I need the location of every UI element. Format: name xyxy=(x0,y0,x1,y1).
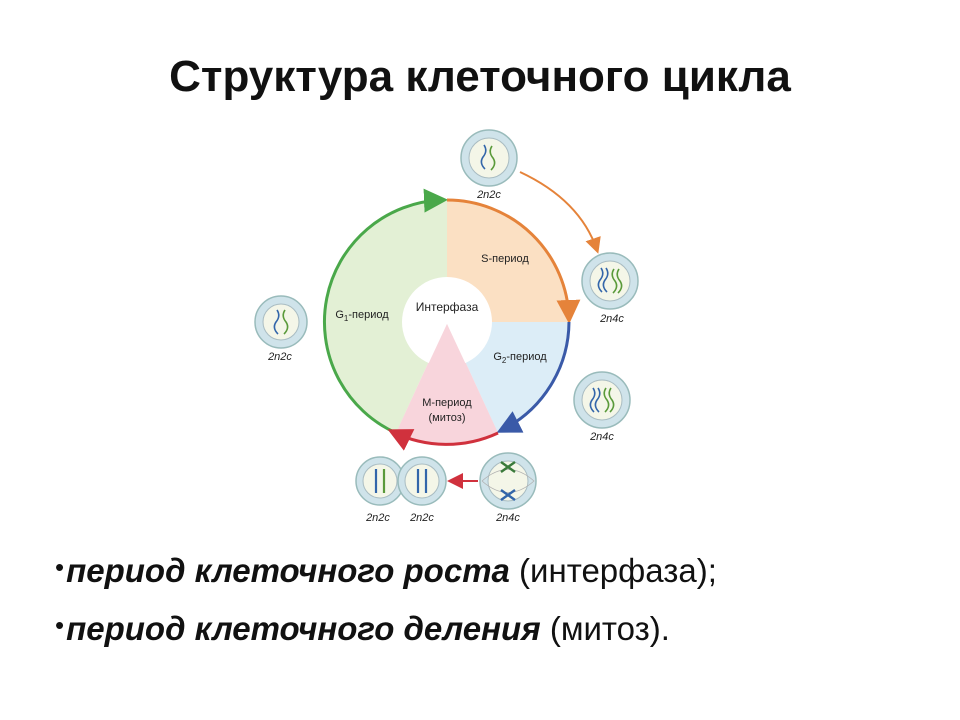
cell-cycle-diagram: Интерфаза S-период G1-период G2-период М… xyxy=(240,125,660,530)
m-period-sublabel: (митоз) xyxy=(429,412,466,424)
bullet-growth-bold: период клеточного роста xyxy=(66,552,510,589)
m-period-label: М-период xyxy=(422,397,472,409)
bullet-division: •период клеточного деления (митоз). xyxy=(55,610,935,648)
bullet-dot: • xyxy=(55,552,65,582)
bullet-dot: • xyxy=(55,610,65,640)
daughter-cell-a xyxy=(355,456,405,506)
g2-arc xyxy=(496,321,571,433)
cell-metaphase-label: 2n4c xyxy=(495,512,520,524)
s-period-label: S-период xyxy=(481,253,529,265)
g1-arc xyxy=(322,188,448,435)
m-triangle-apex xyxy=(401,324,493,430)
cell-right-lower xyxy=(573,371,631,429)
cell-top-label: 2n2c xyxy=(476,189,501,201)
cell-right-lower-label: 2n4c xyxy=(589,431,614,443)
g1-segment xyxy=(324,199,447,433)
g2-period-label: G2-период xyxy=(493,351,547,365)
bullet-growth: •период клеточного роста (интерфаза); xyxy=(55,552,935,590)
bullet-division-rest: (митоз). xyxy=(540,610,670,647)
interphase-label: Интерфаза xyxy=(416,300,479,314)
cell-left-label: 2n2c xyxy=(267,351,292,363)
interphase-hub xyxy=(402,277,492,367)
s-arc xyxy=(446,198,581,324)
cell-right-upper xyxy=(581,252,639,310)
daughter-cell-b-label: 2n2c xyxy=(409,512,434,524)
cell-left xyxy=(254,295,308,349)
daughter-cell-b xyxy=(397,456,447,506)
slide-title: Структура клеточного цикла xyxy=(169,52,791,101)
cell-top xyxy=(460,129,518,187)
bullet-growth-rest: (интерфаза); xyxy=(509,552,717,589)
g1-period-label: G1-период xyxy=(335,309,389,323)
bullet-division-bold: период клеточного деления xyxy=(66,610,541,647)
m-arc xyxy=(387,429,499,451)
s-outer-arrow xyxy=(519,171,601,254)
bullet-list: •период клеточного роста (интерфаза); •п… xyxy=(55,552,935,668)
daughter-cell-a-label: 2n2c xyxy=(365,512,390,524)
cell-cycle-svg: Интерфаза S-период G1-период G2-период М… xyxy=(254,129,639,524)
cell-metaphase xyxy=(479,452,537,510)
cell-right-upper-label: 2n4c xyxy=(599,313,624,325)
